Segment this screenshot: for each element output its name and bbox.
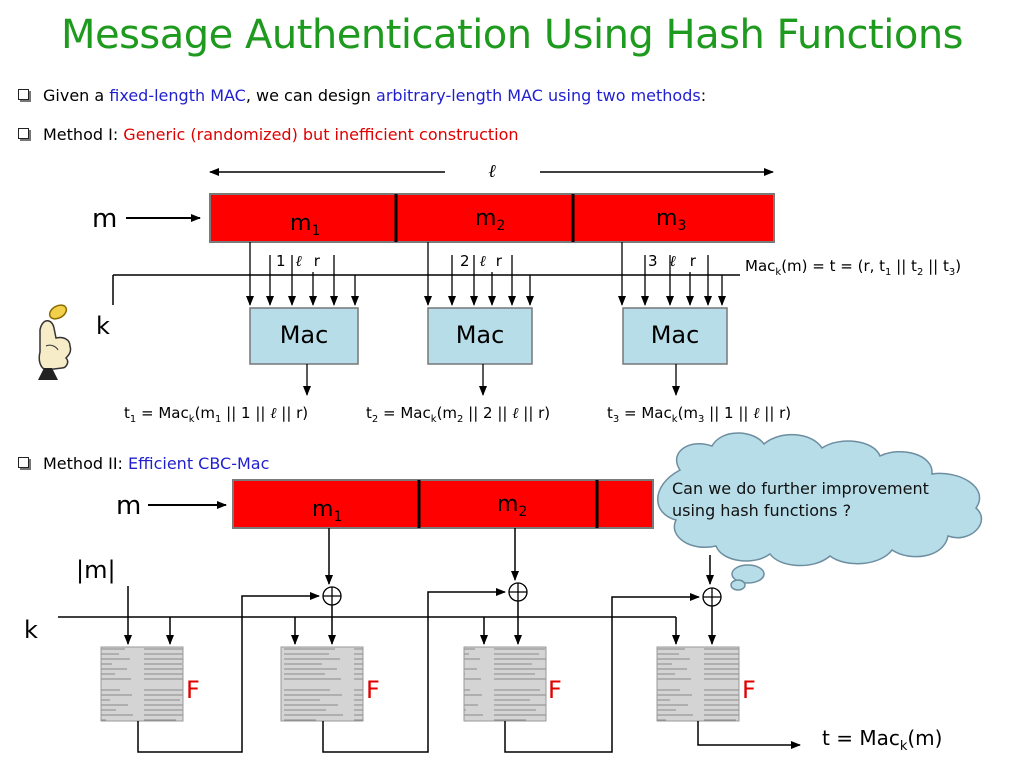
- mac-label-3: Mac: [651, 321, 700, 349]
- bullet-box-icon: [18, 457, 29, 468]
- cloud-line-1: Can we do further improvement: [672, 479, 929, 498]
- chain-path-3: [504, 593, 700, 753]
- thought-cloud: [657, 432, 983, 591]
- mac-label-1: Mac: [280, 321, 329, 349]
- block2-m2: m2: [497, 492, 527, 520]
- bullet-method-1: Method I: Generic (randomized) but ineff…: [18, 125, 519, 144]
- bullet-given: Given a fixed-length MAC, we can design …: [18, 86, 706, 105]
- chain-path-2: [322, 588, 506, 753]
- result-label: t = Mack(m): [822, 726, 942, 754]
- output-t2: t2 = Mack(m2 || 2 || ℓ || r): [366, 404, 550, 425]
- output-arrow: [697, 721, 801, 749]
- message-bar-2: [232, 479, 654, 529]
- xor-icon: [508, 582, 528, 602]
- message-bar-1: [209, 193, 775, 243]
- block-m3: m3: [656, 206, 686, 234]
- f-label-3: F: [548, 676, 562, 704]
- block-m1: m1: [290, 211, 320, 239]
- f-label-4: F: [742, 676, 756, 704]
- fixed-length-mac-text: fixed-length MAC: [109, 86, 246, 105]
- bullet-text: Method I:: [43, 125, 124, 144]
- method-1-description: Generic (randomized) but inefficient con…: [123, 125, 519, 144]
- bullet-box-icon: [18, 89, 29, 100]
- mac-box-3: [622, 307, 728, 365]
- thumbs-up-icon: [38, 304, 72, 380]
- length-symbol: ℓ: [488, 161, 496, 182]
- method-2-description: Efficient CBC-Mac: [128, 454, 270, 473]
- page-title: Message Authentication Using Hash Functi…: [60, 12, 964, 58]
- mac-box-1: [249, 307, 359, 365]
- m-label-2: m: [116, 491, 141, 521]
- arbitrary-length-mac-text: arbitrary-length MAC using two methods: [376, 86, 701, 105]
- f-box-3: [463, 646, 547, 722]
- xor-icon: [322, 586, 342, 606]
- bullet-text: , we can design: [245, 86, 377, 105]
- mac-group-1: [246, 242, 359, 306]
- f-box-4: [656, 646, 740, 722]
- output-t3: t3 = Mack(m3 || 1 || ℓ || r): [607, 404, 791, 425]
- f-label-2: F: [366, 676, 380, 704]
- mac-group-2: [424, 242, 534, 306]
- mac-label-2: Mac: [456, 321, 505, 349]
- bullet-method-2: Method II: Efficient CBC-Mac: [18, 454, 269, 473]
- bullet-text: Method II:: [43, 454, 129, 473]
- xor-icon: [702, 587, 722, 607]
- f-box-2: [280, 646, 364, 722]
- length-label: |m|: [76, 556, 116, 584]
- cloud-text: Can we do further improvement using hash…: [672, 478, 972, 522]
- mac-formula: Mack(m) = t = (r, t1 || t2 || t3): [745, 257, 961, 278]
- cloud-line-2: using hash functions ?: [672, 501, 852, 520]
- k-label-1: k: [96, 312, 110, 340]
- m-label-1: m: [92, 204, 117, 234]
- mac-box-2: [427, 307, 533, 365]
- bullet-box-icon: [18, 128, 29, 139]
- block2-m1: m1: [312, 497, 342, 525]
- bullet-text: Given a: [43, 86, 110, 105]
- f-box-1: [100, 646, 184, 722]
- output-t1: t1 = Mack(m1 || 1 || ℓ || r): [124, 404, 308, 425]
- mac-group-3: [618, 242, 726, 306]
- f-label-1: F: [186, 676, 200, 704]
- bullet-text: :: [700, 86, 707, 105]
- block-m2: m2: [475, 206, 505, 234]
- k-label-2: k: [24, 616, 38, 644]
- chain-path-1: [137, 592, 320, 753]
